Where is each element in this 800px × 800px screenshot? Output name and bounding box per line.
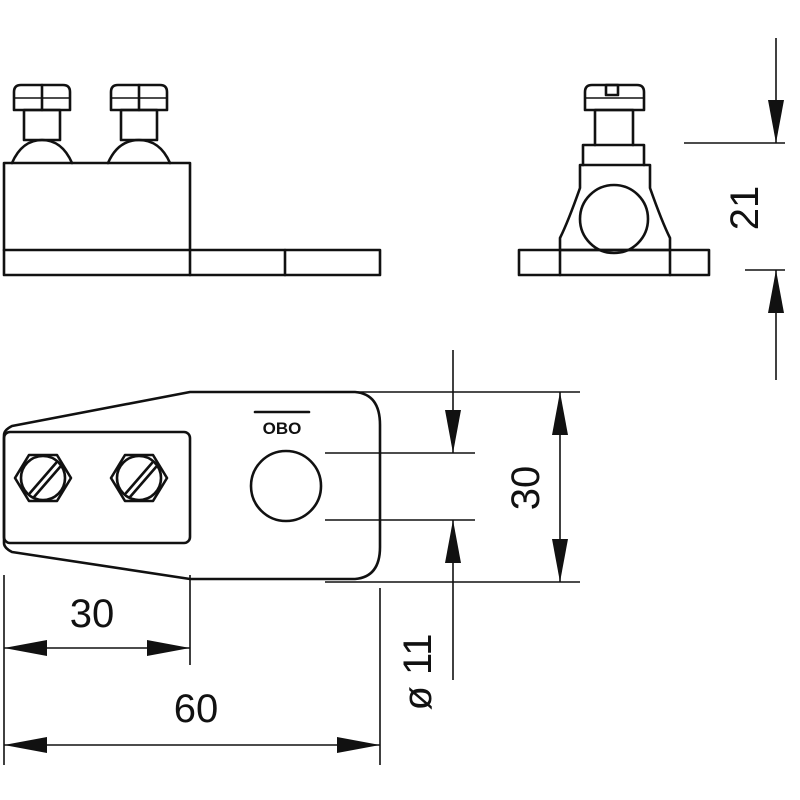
- obo-logo: OBO: [253, 410, 311, 438]
- top-bolt-head-right: [109, 453, 169, 503]
- hole-diameter-label: ø 11: [396, 633, 440, 710]
- front-view: [2, 83, 382, 277]
- bolt-length-label: 30: [70, 592, 115, 636]
- height-label: 21: [723, 186, 767, 231]
- overall-length-dimension: 60: [4, 588, 381, 765]
- front-bolt-right: [106, 83, 172, 165]
- front-body-block: [2, 161, 192, 252]
- side-bolt-head: [583, 83, 646, 112]
- height-dimension: 21: [684, 38, 785, 380]
- top-outline: [2, 390, 382, 581]
- side-saddle-body: [558, 163, 672, 277]
- width-label: 30: [504, 466, 548, 511]
- hole-diameter-dimension: ø 11: [325, 350, 475, 711]
- top-bolt-recess: [2, 430, 192, 545]
- top-mounting-hole: [249, 449, 323, 523]
- side-hole: [578, 183, 650, 255]
- bolt-length-dimension: 30: [3, 575, 191, 765]
- top-bolt-head-left: [13, 453, 73, 503]
- front-base-plate: [2, 248, 382, 277]
- logo-text: OBO: [263, 419, 302, 438]
- front-bolt-left: [10, 83, 74, 165]
- width-dimension: 30: [325, 391, 580, 583]
- side-view: [517, 83, 711, 277]
- top-view: OBO: [2, 390, 382, 581]
- overall-length-label: 60: [174, 687, 219, 731]
